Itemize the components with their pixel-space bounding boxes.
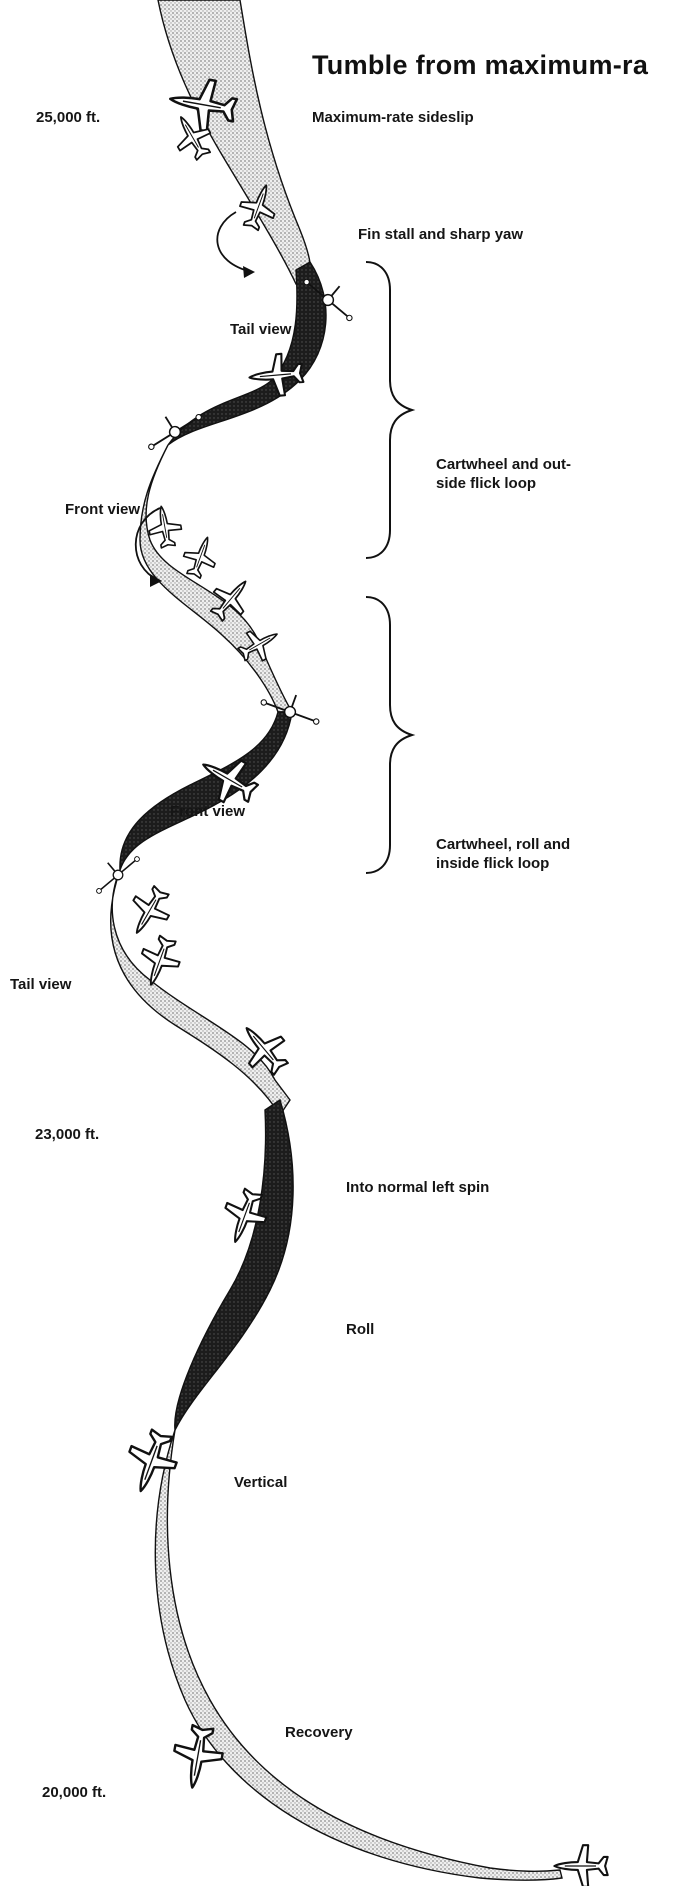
label-tail-view-1: Tail view xyxy=(230,320,291,339)
ribbon-cartwheel-outside xyxy=(168,262,326,445)
label-vertical: Vertical xyxy=(234,1473,287,1492)
aircraft-flick-2 xyxy=(178,532,222,581)
label-tail-view-2: Tail view xyxy=(10,975,71,994)
ribbon-recovery xyxy=(155,1430,562,1880)
altitude-label-bottom: 20,000 ft. xyxy=(42,1783,106,1802)
altitude-label-top: 25,000 ft. xyxy=(36,108,100,127)
ribbon-roll xyxy=(175,1100,293,1430)
brace-inside-loop xyxy=(366,597,412,873)
ribbon-cartwheel-inside xyxy=(120,712,292,870)
diagram-title: Tumble from maximum-ra xyxy=(312,50,648,81)
label-recovery: Recovery xyxy=(285,1723,353,1742)
label-fin-stall: Fin stall and sharp yaw xyxy=(358,225,523,244)
ribbon-sideslip xyxy=(158,0,311,284)
ribbon-spin-entry xyxy=(111,870,290,1115)
altitude-label-middle: 23,000 ft. xyxy=(35,1125,99,1144)
label-cartwheel-inside-2: inside flick loop xyxy=(436,854,549,873)
label-sideslip: Maximum-rate sideslip xyxy=(312,108,474,127)
label-roll: Roll xyxy=(346,1320,374,1339)
label-cartwheel-outside-2: side flick loop xyxy=(436,474,536,493)
label-front-view-1: Front view xyxy=(65,500,140,519)
aircraft-level xyxy=(554,1845,607,1886)
label-front-view-2: Front view xyxy=(170,802,245,821)
label-cartwheel-outside-1: Cartwheel and out- xyxy=(436,455,571,474)
brace-outside-loop xyxy=(366,262,412,558)
label-cartwheel-inside-1: Cartwheel, roll and xyxy=(436,835,570,854)
yaw-arrow-1-head xyxy=(243,266,255,278)
aircraft-spin-1 xyxy=(120,881,178,943)
label-normal-spin: Into normal left spin xyxy=(346,1178,489,1197)
ribbon-flick-loop xyxy=(140,445,292,712)
